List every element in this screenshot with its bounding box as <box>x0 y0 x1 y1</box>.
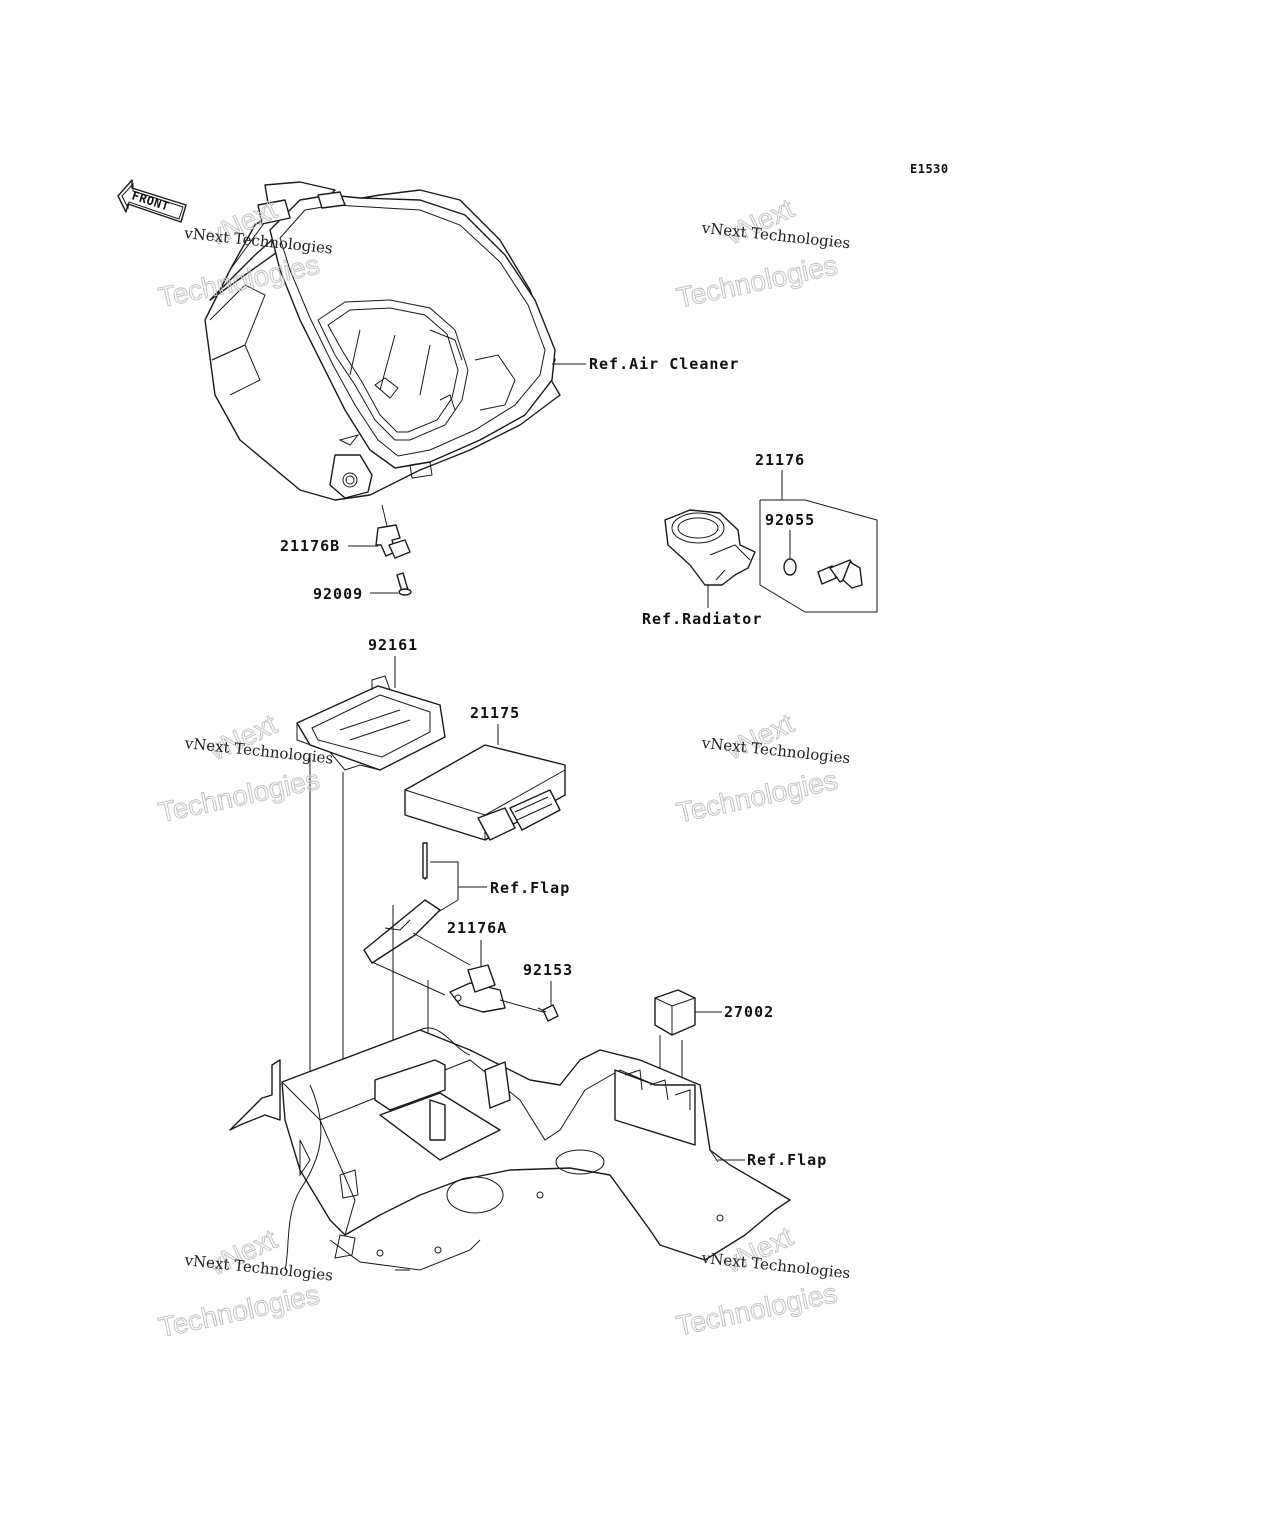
svg-text:Technologies: Technologies <box>674 764 840 828</box>
leader-flap-upper <box>430 861 487 913</box>
guide-92153 <box>499 999 544 1013</box>
air-cleaner-housing <box>204 181 561 501</box>
svg-text:Technologies: Technologies <box>673 1277 839 1341</box>
lower-frame-tray <box>229 1027 791 1271</box>
label-21176a: 21176A <box>447 919 507 937</box>
guide-lines-flap <box>371 905 471 1060</box>
label-92161: 92161 <box>368 636 418 654</box>
watermark-bottom-left: Technologies vNext vNext Technologies <box>155 1223 334 1344</box>
label-21175: 21175 <box>470 704 520 722</box>
bracket-21176 <box>759 470 878 613</box>
label-ref-radiator: Ref.Radiator <box>642 610 762 628</box>
label-ref-flap-lower: Ref.Flap <box>747 1151 827 1169</box>
part-92161-ecu-bracket <box>296 675 446 771</box>
svg-text:Technologies: Technologies <box>156 764 322 828</box>
flap-bracket-upper <box>363 899 441 964</box>
part-21176a-sensor <box>449 964 506 1013</box>
label-21176: 21176 <box>755 451 805 469</box>
svg-text:Technologies: Technologies <box>156 1279 322 1343</box>
part-21175-ecu <box>404 744 566 841</box>
diagram-code: E1530 <box>910 162 949 176</box>
front-arrow-icon: FRONT <box>117 179 187 223</box>
part-92153-bolt <box>537 1004 559 1022</box>
part-27002-relay <box>654 989 696 1036</box>
label-27002: 27002 <box>724 1003 774 1021</box>
label-21176b: 21176B <box>280 537 340 555</box>
label-92055: 92055 <box>765 511 815 529</box>
part-92009-screw <box>396 572 412 596</box>
label-ref-flap-upper: Ref.Flap <box>490 879 570 897</box>
label-92153: 92153 <box>523 961 573 979</box>
label-ref-air-cleaner: Ref.Air Cleaner <box>589 355 739 373</box>
part-92055-o-ring <box>783 558 797 576</box>
part-pin-icon <box>422 842 428 879</box>
part-21176-temp-sensor <box>817 559 863 589</box>
radiator-thermostat-housing <box>664 509 756 586</box>
watermark-mid-right: Technologies vNext vNext Technologies <box>673 707 851 829</box>
watermark-top-right: Technologies vNext vNext Technologies <box>673 192 851 314</box>
svg-text:Technologies: Technologies <box>674 249 840 313</box>
part-21176b-sensor <box>375 504 411 559</box>
label-92009: 92009 <box>313 585 363 603</box>
